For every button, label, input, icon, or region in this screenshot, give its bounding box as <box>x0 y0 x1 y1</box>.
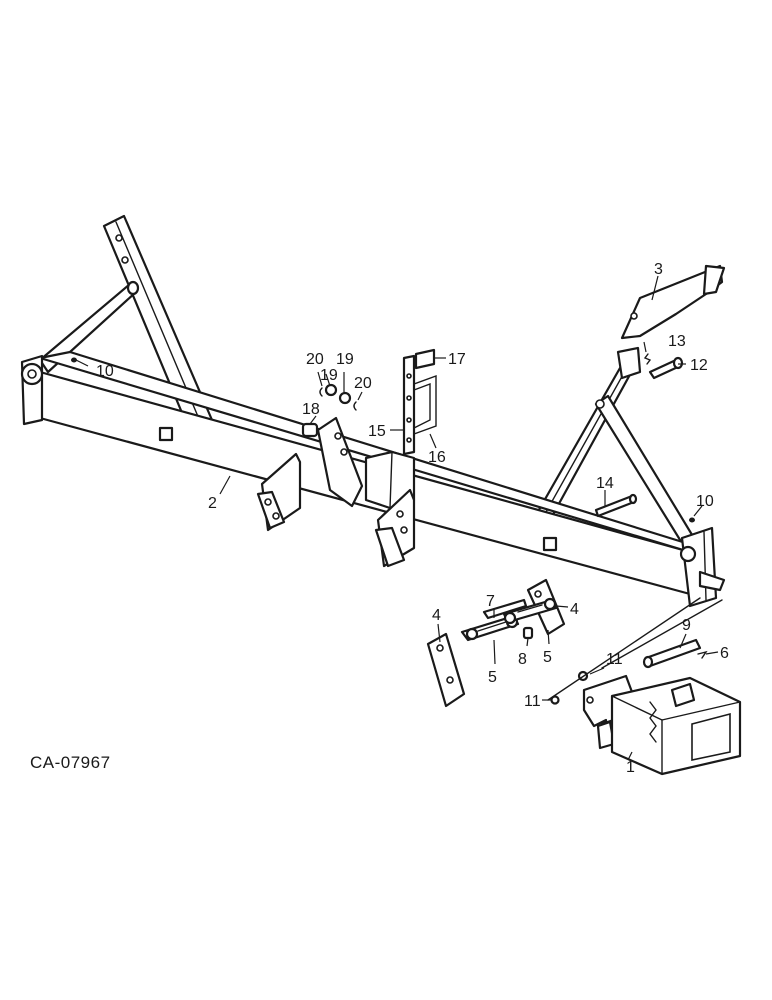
pin-8 <box>522 626 534 640</box>
callout-5-right: 5 <box>543 649 552 666</box>
callout-16: 16 <box>428 449 446 466</box>
small-pin-10-right <box>689 517 695 523</box>
callout-8: 8 <box>518 651 527 668</box>
callout-13: 13 <box>668 333 686 350</box>
callout-18: 18 <box>302 401 320 418</box>
nut-19-left <box>324 383 338 397</box>
callout-11-lower: 11 <box>524 693 541 710</box>
callout-10-right: 10 <box>696 493 714 510</box>
small-pin-10-left <box>71 357 77 363</box>
callout-20-right: 20 <box>354 375 372 392</box>
clip-20-right <box>353 401 357 411</box>
clamp-plate-17 <box>414 348 436 370</box>
callout-19-left: 19 <box>320 367 338 384</box>
callout-2: 2 <box>208 495 217 512</box>
callout-labels: 10 2 3 13 12 14 10 20 19 19 20 18 17 15 … <box>96 261 729 776</box>
callout-10-left: 10 <box>96 363 114 380</box>
leader-lines <box>75 275 723 761</box>
callout-15: 15 <box>368 423 386 440</box>
left-lower-bracket <box>256 452 302 532</box>
center-lower-bracket <box>374 488 416 568</box>
hitch-tongue-1 <box>582 674 742 776</box>
callout-6: 6 <box>720 645 729 662</box>
clip-6 <box>697 650 708 659</box>
callout-5-left: 5 <box>488 669 497 686</box>
drawing-code: CA-07967 <box>30 753 111 772</box>
side-plate-4-left <box>426 632 466 708</box>
callout-9: 9 <box>682 617 691 634</box>
pin-14 <box>594 493 638 518</box>
nut-19-right <box>338 391 352 405</box>
callout-1: 1 <box>626 759 635 776</box>
upper-bracket-3 <box>620 264 726 340</box>
callout-4-left: 4 <box>432 607 441 624</box>
u-bolt-16 <box>413 375 437 435</box>
pin-9 <box>642 638 702 669</box>
callout-20-left: 20 <box>306 351 324 368</box>
strap-15 <box>402 354 416 456</box>
callout-4-right: 4 <box>570 601 579 618</box>
callout-19-right: 19 <box>336 351 354 368</box>
clip-20-left <box>319 387 323 397</box>
right-frame-arm <box>530 346 702 558</box>
callout-14: 14 <box>596 475 614 492</box>
bushing-18 <box>301 422 319 438</box>
left-frame-arm <box>38 214 214 434</box>
pin-12 <box>648 356 684 380</box>
upright-mount-bracket <box>316 416 364 508</box>
callout-17: 17 <box>448 351 466 368</box>
callout-7: 7 <box>486 593 495 610</box>
link-bar-5-upper <box>502 597 558 625</box>
callout-11-upper: 11 <box>606 651 623 668</box>
callout-12: 12 <box>690 357 708 374</box>
spring-clip-13 <box>643 353 652 365</box>
callout-3: 3 <box>654 261 663 278</box>
